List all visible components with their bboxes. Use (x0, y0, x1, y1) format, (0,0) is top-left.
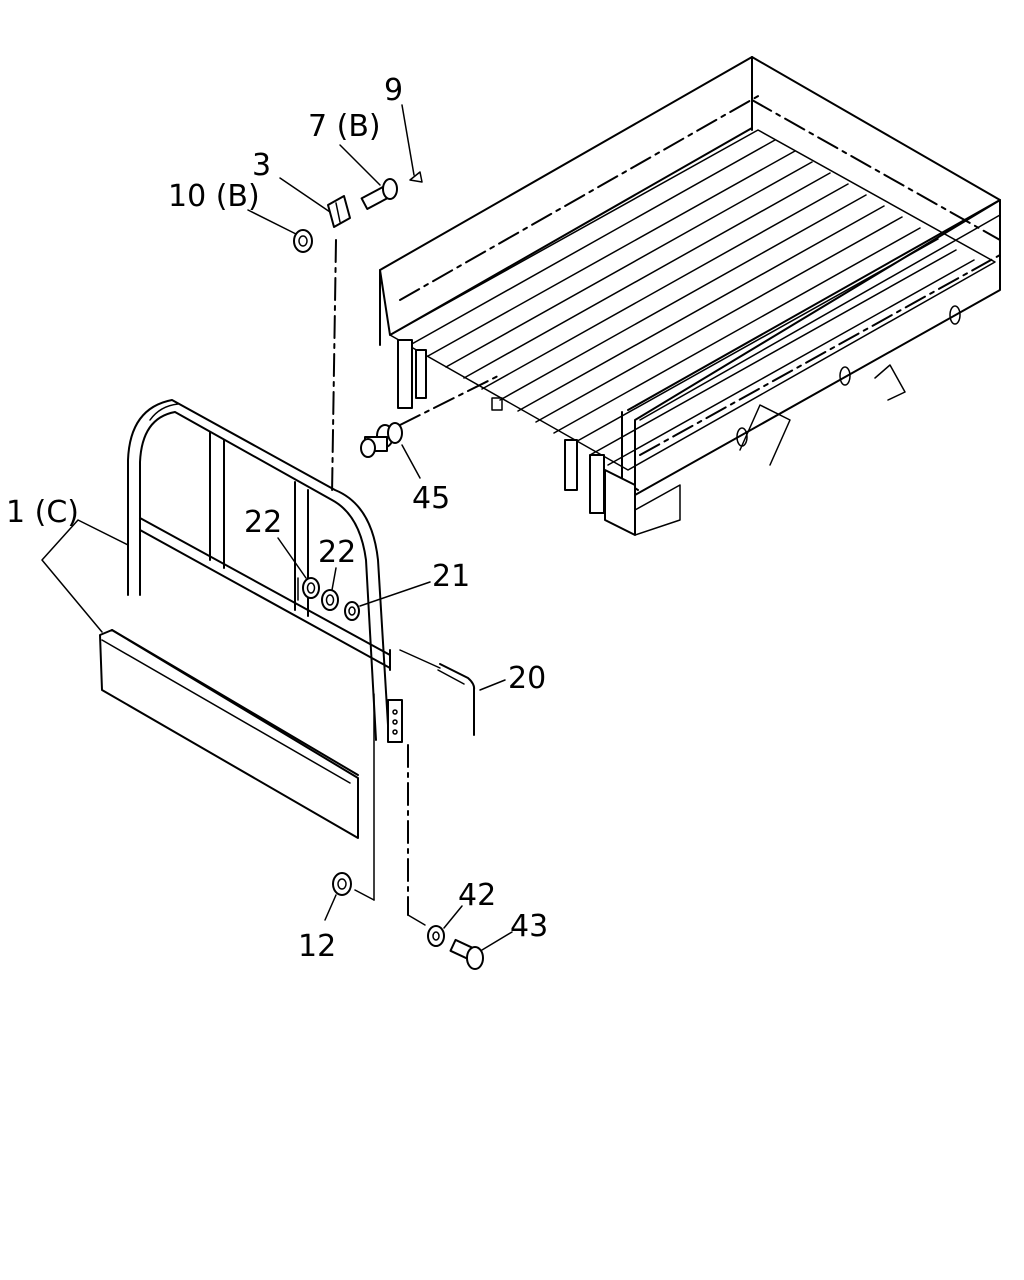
callout-45: 45 (412, 481, 450, 516)
callout-1c: 1 (C) (6, 495, 79, 530)
part-20-pin (399, 649, 506, 736)
part-22-nut-b (321, 567, 339, 611)
callout-22a: 22 (244, 505, 282, 540)
part-45-bolt (360, 374, 501, 479)
callout-7b: 7 (B) (308, 109, 381, 144)
deck-floor-slats (409, 139, 975, 466)
part-21-washer (344, 581, 431, 621)
callout-22b: 22 (318, 535, 356, 570)
part-43-bolt (449, 931, 513, 970)
callout-42: 42 (458, 878, 496, 913)
callout-21: 21 (432, 559, 470, 594)
part-12-nut (324, 872, 352, 921)
deck-front-board (379, 56, 753, 336)
headboard-panel (99, 629, 359, 839)
part-3-bracket (279, 177, 351, 228)
part-1c-leaders (41, 519, 129, 633)
part-22-nut-a (277, 537, 320, 599)
headboard-frame (127, 399, 403, 901)
callout-20: 20 (508, 661, 546, 696)
callout-12: 12 (298, 929, 336, 964)
callout-10b: 10 (B) (168, 179, 260, 214)
part-10b-nut (247, 209, 313, 253)
part-42-washer (427, 905, 463, 947)
part-7b-bolt (339, 144, 398, 210)
callout-43: 43 (510, 909, 548, 944)
deck-floor (389, 129, 996, 471)
truck-deck-body (379, 56, 1001, 536)
callout-3: 3 (252, 148, 271, 183)
part-9-pin (401, 104, 423, 183)
callout-9: 9 (384, 73, 403, 108)
